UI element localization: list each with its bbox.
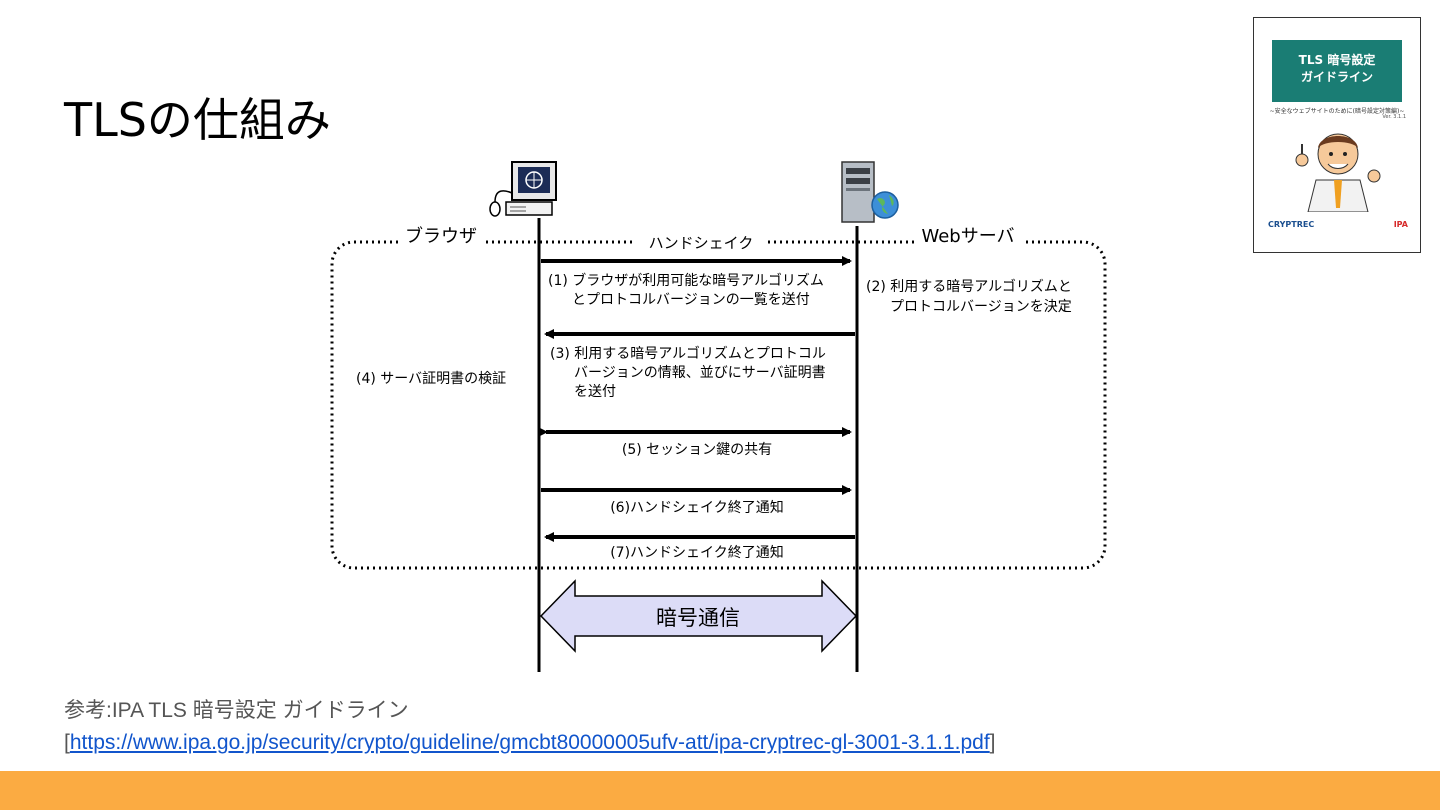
step-2-line2: プロトコルバージョンを決定 [890,299,1072,315]
step-2-line1: (2) 利用する暗号アルゴリズムと [866,278,1072,295]
cover-title-line1: TLS 暗号設定 [1298,53,1376,67]
ipa-logo: IPA [1393,220,1408,229]
cover-character-illustration [1295,133,1381,212]
slide-title: TLSの仕組み [64,93,331,147]
computer-icon [489,161,557,217]
cover-logos: CRYPTREC IPA [1268,220,1408,229]
reference-block: 参考:IPA TLS 暗号設定 ガイドライン [https://www.ipa.… [64,695,996,759]
reference-link-line: [https://www.ipa.go.jp/security/crypto/g… [64,727,996,759]
step-6-label: (6)ハンドシェイク終了通知 [610,499,784,516]
step-3-line3: を送付 [574,384,616,400]
step-1-line1: (1) ブラウザが利用可能な暗号アルゴリズム [548,272,824,289]
step-7-label: (7)ハンドシェイク終了通知 [610,544,784,561]
step-1-line2: とプロトコルバージョンの一覧を送付 [572,291,810,308]
cover-subtitle: ~安全なウェブサイトのために(暗号設定対策編)~ [1269,108,1405,115]
step-3-line1: (3) 利用する暗号アルゴリズムとプロトコル [550,345,826,362]
step-5-label: (5) セッション鍵の共有 [622,442,772,458]
reference-label: 参考:IPA TLS 暗号設定 ガイドライン [64,699,409,722]
reference-link[interactable]: https://www.ipa.go.jp/security/crypto/gu… [69,731,990,754]
bracket-close: ] [989,731,996,754]
server-icon [841,161,899,223]
bracket-open: [ [64,731,70,754]
step-3-line2: バージョンの情報、並びにサーバ証明書 [574,365,826,381]
cover-title-band: TLS 暗号設定 ガイドライン [1272,40,1402,102]
handshake-label: ハンドシェイク [649,234,754,252]
guideline-cover-image: TLS 暗号設定 ガイドライン ~安全なウェブサイトのために(暗号設定対策編)~… [1253,17,1421,253]
server-label: Webサーバ [921,226,1014,247]
browser-label: ブラウザ [405,225,477,247]
footer-accent-bar [0,771,1440,810]
encrypted-communication-arrow [539,579,858,653]
step-4-label: (4) サーバ証明書の検証 [356,371,506,387]
encrypted-label: 暗号通信 [656,606,740,630]
cover-title-line2: ガイドライン [1300,70,1373,84]
cover-version: Ver. 3.1.1 [1382,114,1406,120]
cryptrec-logo: CRYPTREC [1268,220,1315,229]
